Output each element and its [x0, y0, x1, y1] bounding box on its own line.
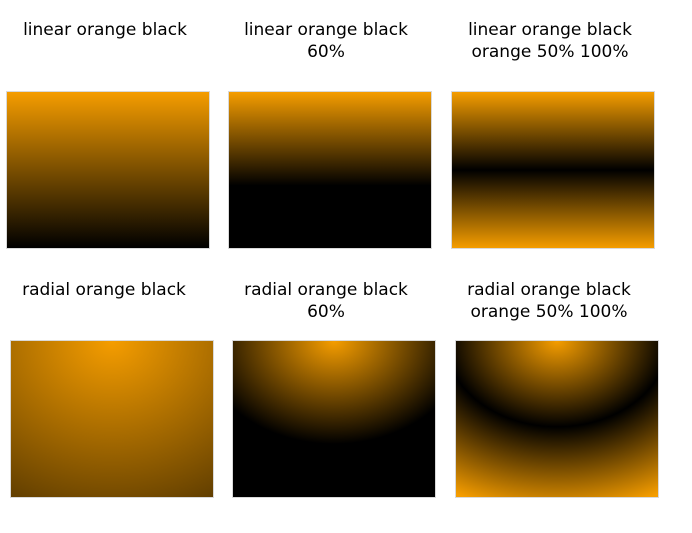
label-radial-orange-black-60: radial orange black 60% [244, 280, 408, 322]
swatch-radial-orange-black-orange [455, 340, 659, 498]
label-linear-orange-black: linear orange black [23, 20, 187, 40]
label-radial-orange-black: radial orange black [22, 280, 186, 300]
label-linear-orange-black-60: linear orange black 60% [244, 20, 408, 62]
swatch-linear-orange-black [6, 91, 210, 249]
swatch-radial-orange-black [10, 340, 214, 498]
swatch-radial-orange-black-60 [232, 340, 436, 498]
label-linear-orange-black-orange: linear orange black orange 50% 100% [468, 20, 632, 62]
swatch-linear-orange-black-orange [451, 91, 655, 249]
swatch-linear-orange-black-60 [228, 91, 432, 249]
label-radial-orange-black-orange: radial orange black orange 50% 100% [467, 280, 631, 322]
